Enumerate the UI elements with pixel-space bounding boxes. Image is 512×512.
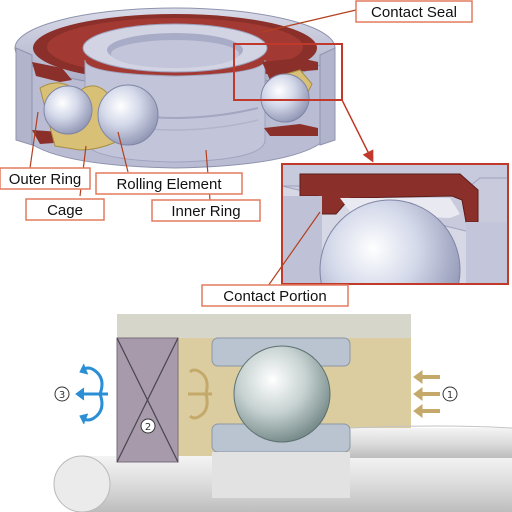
callout-rolling-element: Rolling Element xyxy=(95,172,243,195)
cross-section-schematic xyxy=(53,314,512,512)
callout-contact-portion: Contact Portion xyxy=(201,284,349,307)
marker-3: 3 xyxy=(54,386,70,402)
marker-2: 2 xyxy=(140,418,156,434)
tan-flow-arrows xyxy=(188,368,212,420)
label-rolling-element: Rolling Element xyxy=(116,176,222,193)
marker-1: 1 xyxy=(442,386,458,402)
detail-selection-box xyxy=(233,43,343,101)
label-inner-ring: Inner Ring xyxy=(171,203,240,220)
marker-2-number: 2 xyxy=(145,422,151,433)
bearing-ball xyxy=(233,345,331,443)
callout-inner-ring: Inner Ring xyxy=(151,199,261,222)
shaft-end xyxy=(53,455,111,512)
rolling-element-ball xyxy=(43,85,93,135)
tan-push-arrows xyxy=(413,370,440,418)
callout-cage: Cage xyxy=(25,198,105,221)
bearing-cutaway xyxy=(14,7,336,169)
callout-contact-seal: Contact Seal xyxy=(355,0,473,23)
callout-outer-ring: Outer Ring xyxy=(0,167,91,190)
label-cage: Cage xyxy=(47,202,83,219)
marker-3-number: 3 xyxy=(59,390,65,401)
label-contact-seal: Contact Seal xyxy=(371,4,457,21)
marker-1-number: 1 xyxy=(447,390,453,401)
outer-ring-left-section xyxy=(15,47,33,146)
blue-flow-arrows xyxy=(75,363,108,425)
outer-ring-right-section xyxy=(319,47,336,146)
rolling-element-detail xyxy=(319,199,461,284)
rolling-element-ball xyxy=(260,73,310,123)
contact-detail-panel xyxy=(281,163,509,285)
label-outer-ring: Outer Ring xyxy=(9,171,82,188)
detail-connector xyxy=(341,99,374,163)
label-contact-portion: Contact Portion xyxy=(223,288,326,305)
rolling-element-ball xyxy=(97,84,159,146)
